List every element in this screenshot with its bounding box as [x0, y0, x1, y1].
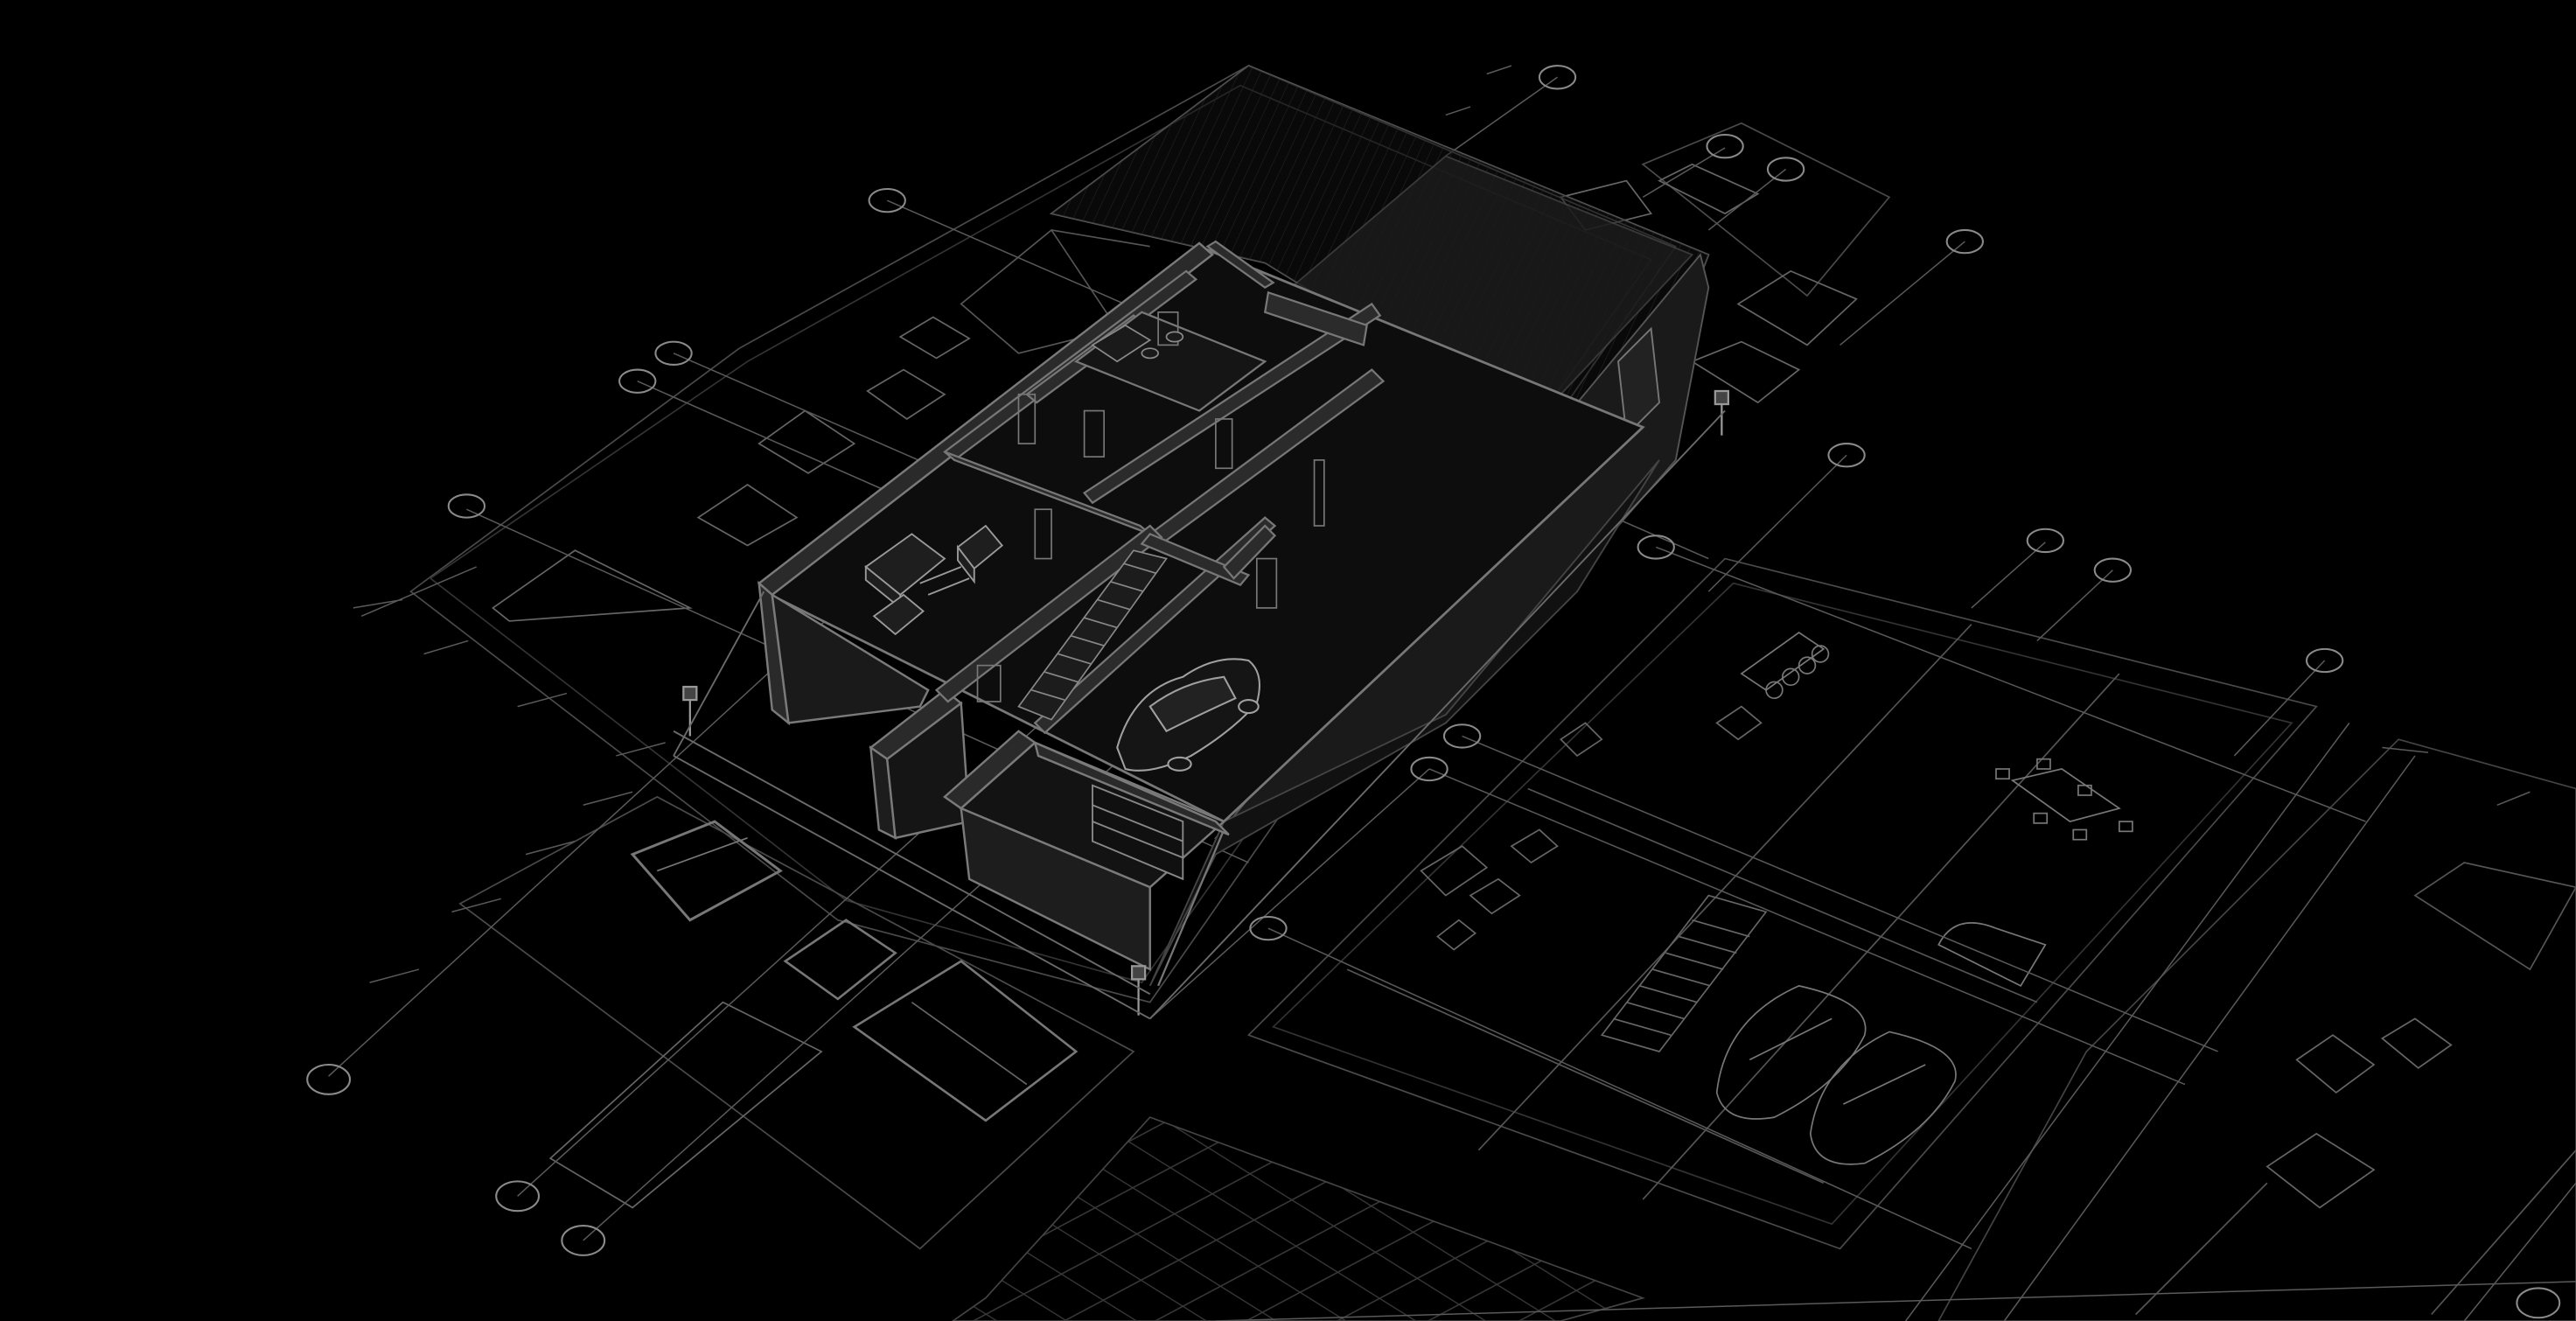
grid-marker [2516, 1287, 2561, 1319]
grid-markers [306, 65, 2561, 1319]
grid-marker [1538, 65, 1577, 90]
doors [976, 311, 1325, 702]
base-floor-plans [409, 65, 2576, 1321]
interior-walls [934, 240, 1386, 735]
grid-marker [561, 1225, 606, 1256]
grid-marker [306, 1063, 352, 1095]
grid-marker [1766, 157, 1805, 182]
staircase-3d [1017, 549, 1168, 721]
plan-staircase [1600, 894, 1768, 1052]
grid-marker [1249, 915, 1288, 941]
grid-marker [1706, 133, 1744, 159]
grid-marker [1637, 535, 1675, 560]
lamp-posts [682, 389, 1729, 1016]
grid-marker [1827, 443, 1866, 468]
house-3d-model [673, 65, 1729, 1020]
grid-marker [2305, 647, 2344, 674]
site-plan-right [1246, 557, 2318, 1250]
exterior-walls [757, 241, 1230, 972]
grid-marker [1945, 228, 1985, 255]
living-furniture [864, 524, 1004, 636]
plan-table [630, 820, 783, 922]
plan-dining-table [2010, 768, 2121, 822]
grid-marker [447, 493, 486, 519]
grid-marker [654, 340, 693, 366]
grid-marker [495, 1180, 541, 1213]
car-in-garage [1116, 658, 1260, 772]
grid-marker [1410, 756, 1449, 782]
grid-marker [1442, 723, 1482, 749]
grid-marker [2093, 557, 2133, 583]
garage-door [1092, 784, 1184, 881]
site-plan-lower-left [458, 795, 1135, 1250]
grid-marker [2026, 528, 2065, 554]
plan-cars [1715, 984, 1957, 1165]
grid-marker [618, 368, 657, 394]
plan-window-left [492, 549, 693, 622]
paving-grid [951, 1116, 1645, 1321]
bathroom-fixtures [1091, 324, 1184, 363]
grid-marker [868, 187, 906, 213]
